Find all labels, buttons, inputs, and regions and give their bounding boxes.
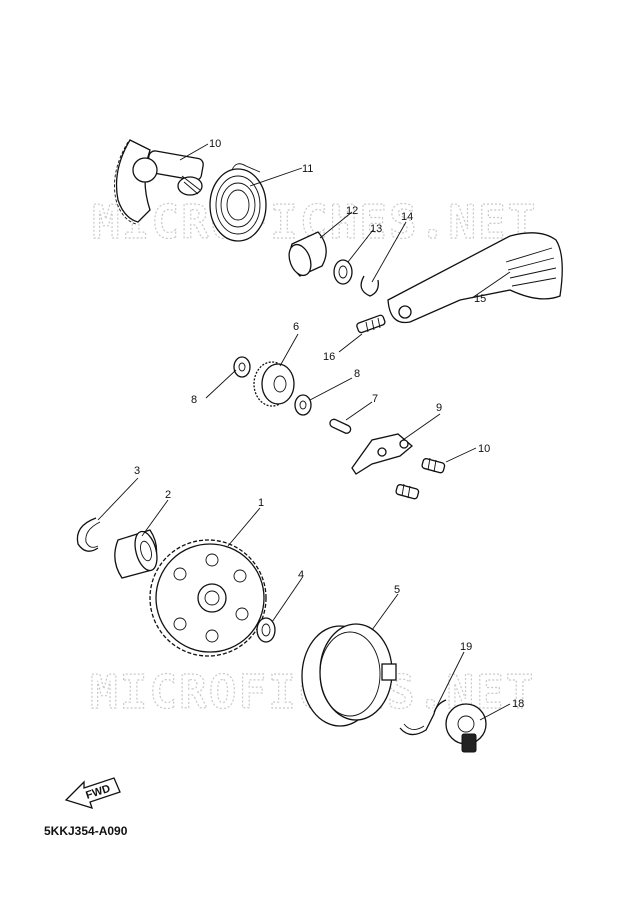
- torsion-spring-part: [209, 163, 267, 242]
- clip-part-19: [399, 699, 447, 736]
- callout-6: 6: [293, 321, 299, 333]
- washer-part-8-left: [233, 356, 251, 378]
- callout-16: 15: [474, 293, 486, 305]
- diagram-code: 5KKJ354-A090: [44, 824, 128, 838]
- clutch-housing-part: [301, 623, 397, 727]
- bolt-part-10: [421, 457, 446, 474]
- primary-gear-part: [149, 539, 267, 657]
- callout-10: 10: [478, 443, 490, 455]
- callout-8-left: 8: [191, 394, 197, 406]
- callout-13: 12: [346, 205, 358, 217]
- kick-axle-part: [114, 139, 204, 225]
- callout-1: 1: [258, 497, 264, 509]
- pinion-gear-part: [445, 703, 487, 753]
- kick-crank-part: [387, 232, 563, 324]
- callout-15: 14: [401, 211, 413, 223]
- callout-11: 10: [209, 138, 221, 150]
- pin-part: [329, 418, 352, 434]
- callout-9: 9: [436, 402, 442, 414]
- washer-part-4: [256, 617, 276, 643]
- washer-part-14: [333, 259, 353, 285]
- callout-19: 19: [460, 641, 472, 653]
- callout-2: 2: [165, 489, 171, 501]
- bolt-part-10-lower: [395, 483, 420, 500]
- idle-gear-part: [253, 361, 295, 407]
- callout-18: 18: [512, 698, 524, 710]
- washer-part-8-right: [294, 394, 312, 416]
- callout-14: 13: [370, 223, 382, 235]
- leader-lines: [97, 143, 511, 721]
- callout-5: 5: [394, 584, 400, 596]
- bolt-part-17: [356, 314, 386, 334]
- callout-8-right: 8: [354, 368, 360, 380]
- callout-3: 3: [134, 465, 140, 477]
- callout-4: 4: [298, 569, 304, 581]
- circlip-part-3: [76, 517, 101, 552]
- collar-part: [288, 231, 327, 277]
- callout-7: 7: [372, 393, 378, 405]
- callout-17: 16: [323, 351, 335, 363]
- callout-12: 11: [302, 163, 313, 175]
- bracket-part: [351, 433, 414, 475]
- circlip-part-15: [360, 275, 379, 297]
- bearing-part: [114, 529, 158, 579]
- forward-arrow-icon: FWD: [64, 777, 121, 809]
